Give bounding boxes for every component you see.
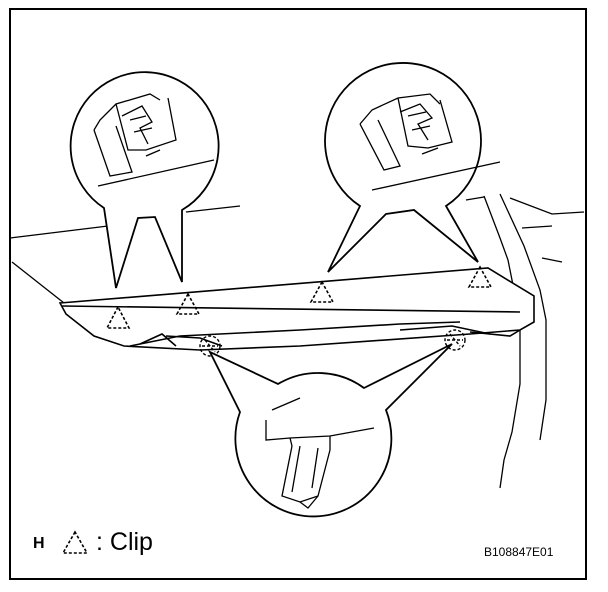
figure-code: B108847E01 — [484, 545, 554, 559]
hook-circle-right — [444, 329, 466, 351]
callout-clip-detail-left — [69, 71, 220, 289]
view-letter: H — [33, 535, 45, 552]
dashed-triangle-icon — [61, 530, 89, 554]
clip-triangle-3 — [309, 280, 335, 303]
hook-circle-left — [199, 335, 221, 357]
clip-triangle-4 — [467, 265, 493, 288]
callout-hook-detail — [208, 343, 453, 518]
hook-markers — [199, 329, 466, 357]
trim-panel — [58, 267, 535, 351]
clip-triangle-2 — [175, 292, 201, 315]
clip-legend-label: : Clip — [96, 528, 153, 556]
clip-markers — [105, 265, 493, 329]
clip-triangle-1 — [105, 305, 131, 329]
callout-clip-detail-right — [324, 62, 501, 273]
